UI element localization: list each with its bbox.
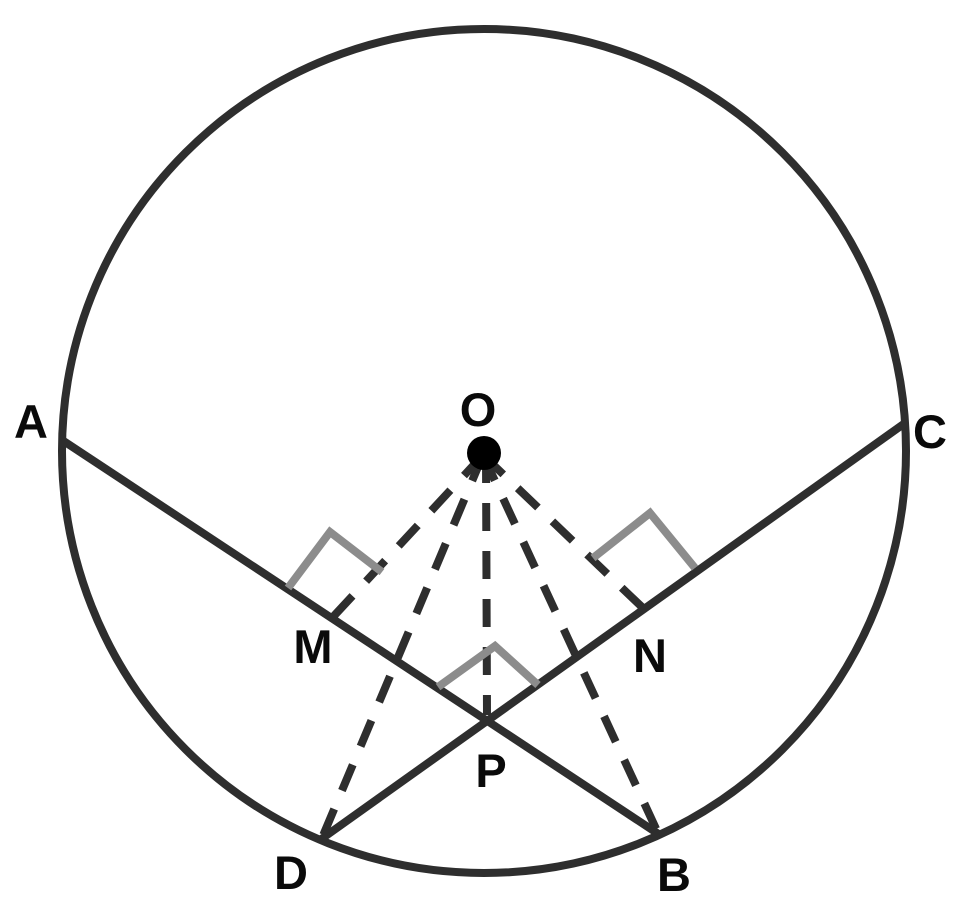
- segment-OM-dashed: [329, 452, 486, 621]
- chord-AB: [59, 436, 663, 839]
- label-P: P: [475, 744, 506, 797]
- chord-CD: [317, 419, 908, 844]
- label-N: N: [633, 629, 667, 682]
- right-angle-mark-N: [590, 507, 699, 571]
- segment-OP-dashed: [482, 454, 491, 716]
- label-B: B: [657, 848, 691, 901]
- circle-outline: [58, 25, 910, 877]
- segment-OB-dashed: [479, 453, 662, 835]
- label-M: M: [293, 620, 332, 673]
- right-angle-mark-M: [284, 526, 385, 591]
- label-D: D: [274, 846, 308, 899]
- label-O: O: [460, 383, 497, 436]
- label-A: A: [14, 395, 48, 448]
- center-point-dot: [467, 436, 501, 470]
- label-C: C: [913, 405, 947, 458]
- segment-OD-dashed: [318, 453, 487, 840]
- segment-ON-dashed: [480, 452, 647, 612]
- right-angle-mark-P: [435, 640, 541, 691]
